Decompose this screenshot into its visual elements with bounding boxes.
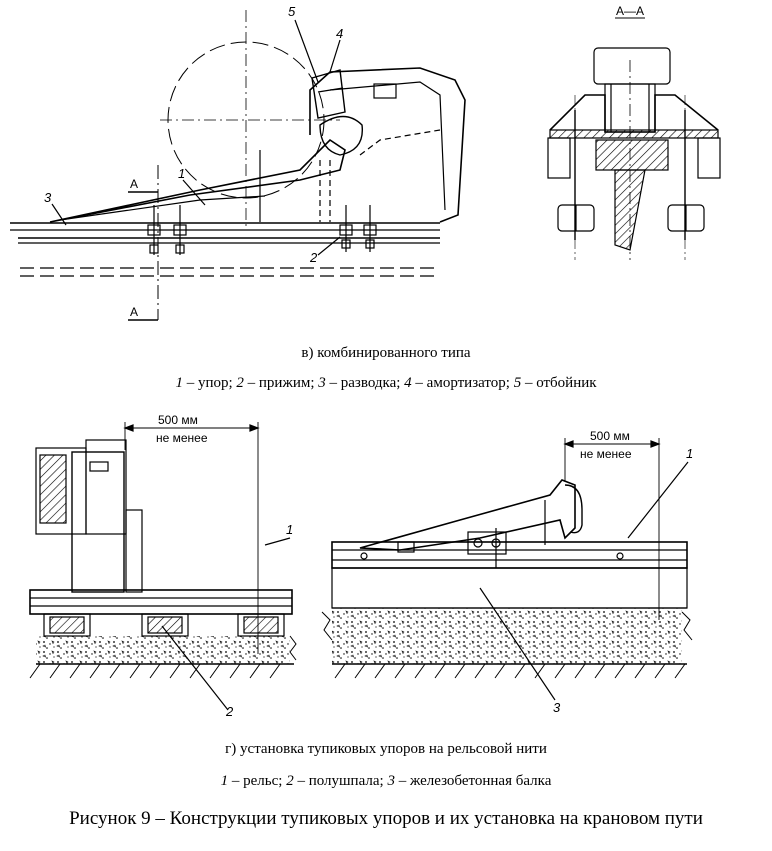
caption-g: г) установка тупиковых упоров на рельсов…: [225, 741, 547, 757]
legend-number: 3: [318, 375, 326, 391]
rail-installation-right: [321, 438, 693, 701]
legend-number: 2: [286, 773, 294, 789]
legend-text: – разводка;: [325, 375, 405, 391]
callout-g-right-1: 1: [686, 446, 693, 461]
legend-v: 1 – упор; 2 – прижим; 3 – разводка; 4 – …: [0, 375, 772, 392]
legend-text: – рельс;: [228, 773, 287, 789]
rail-installation-left: [29, 422, 297, 711]
callout-3: 3: [44, 190, 52, 205]
legend-text: – амортизатор;: [411, 375, 514, 391]
legend-number: 3: [387, 773, 395, 789]
caption-v: в) комбинированного типа: [301, 345, 471, 361]
dim-value-left: 500 мм: [158, 413, 198, 427]
legend-text: – упор;: [182, 375, 237, 391]
callout-1: 1: [178, 166, 185, 181]
legend-text: – железобетонная балка: [394, 773, 552, 789]
figure-title: Рисунок 9 – Конструкции тупиковых упоров…: [69, 808, 703, 829]
legend-number: 4: [404, 375, 412, 391]
legend-number: 5: [513, 375, 522, 391]
legend-text: – прижим;: [243, 375, 319, 391]
cut-label-bottom: А: [130, 305, 138, 319]
section-a-a: [547, 17, 721, 260]
legend-text: – полушпала;: [293, 773, 388, 789]
legend-text: – отбойник: [521, 375, 597, 391]
dim-note-right: не менее: [580, 447, 632, 461]
callout-5: 5: [288, 4, 296, 19]
dim-value-right: 500 мм: [590, 429, 630, 443]
legend-number: 1: [175, 375, 183, 391]
section-label: А—А: [616, 4, 644, 18]
callout-2: 2: [309, 250, 318, 265]
callout-g-right-3: 3: [553, 700, 561, 715]
legend-number: 2: [236, 375, 244, 391]
dim-note-left: не менее: [156, 431, 208, 445]
cut-label-top: А: [130, 177, 138, 191]
callout-g-left-1: 1: [286, 522, 293, 537]
callout-4: 4: [336, 26, 343, 41]
callout-g-left-2: 2: [225, 704, 234, 719]
legend-g: 1 – рельс; 2 – полушпала; 3 – железобето…: [0, 773, 772, 790]
legend-number: 1: [220, 773, 229, 789]
stop-side-view: [10, 10, 466, 321]
